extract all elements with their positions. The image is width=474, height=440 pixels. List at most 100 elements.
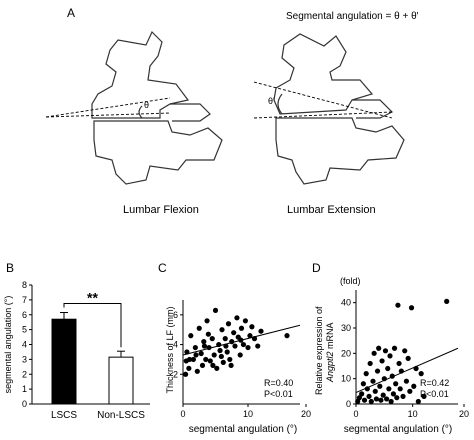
y-tick-label: 4 [173, 340, 178, 350]
data-point [237, 352, 243, 358]
data-point [186, 365, 192, 371]
regression-line [182, 324, 301, 356]
significance-stars: ** [87, 290, 98, 306]
data-point [400, 393, 406, 399]
data-point [395, 302, 401, 308]
data-point [284, 333, 290, 339]
panel-d-ylabel-line1: Relative expression of [314, 306, 324, 395]
data-point [386, 386, 392, 392]
panel-b-letter: B [6, 261, 14, 275]
data-point [224, 349, 230, 355]
lower-vertebra-flexion [93, 120, 223, 185]
data-point [359, 391, 365, 397]
y-tick-label: 20 [341, 348, 351, 358]
data-point [198, 350, 204, 357]
data-point [360, 381, 366, 387]
x-tick-label: 20 [301, 409, 311, 419]
data-point [227, 356, 233, 363]
caption-lumbar-extension: Lumbar Extension [287, 204, 376, 216]
disc-flexion [138, 105, 143, 119]
y-tick-label: 0 [346, 399, 351, 409]
y-tick-label: 1 [22, 384, 27, 394]
data-point [232, 343, 238, 349]
data-point [242, 318, 248, 324]
lumbar-extension-diagram [273, 33, 405, 185]
bar-lscs [51, 318, 77, 405]
data-point [372, 388, 378, 394]
data-point [231, 330, 237, 336]
data-point [374, 368, 381, 374]
panel-d-r-value: R=0.42 [420, 378, 449, 388]
y-tick-label: 4 [22, 340, 27, 350]
data-point [373, 396, 379, 402]
data-point [377, 383, 383, 389]
facet-extension [352, 99, 394, 119]
x-axis-label: segmental angulation (°) [189, 424, 298, 435]
data-point [376, 345, 382, 351]
panel-a-letter: A [67, 6, 75, 20]
panel-d-ylabel-line2: Angptl2 mRNA [325, 322, 335, 383]
y-tick-label: 6 [173, 310, 178, 320]
data-point [234, 315, 240, 321]
x-tick-label: 20 [459, 409, 469, 419]
y-tick-label: 40 [341, 298, 351, 308]
y-tick-label: 30 [341, 323, 351, 333]
data-point [228, 362, 234, 368]
lumbar-flexion-diagram [91, 30, 223, 185]
panel-d-letter: D [312, 261, 321, 275]
data-point [397, 386, 403, 392]
data-point [367, 360, 373, 367]
x-category-label: LSCS [51, 410, 77, 421]
x-category-label: Non-LSCS [97, 410, 145, 421]
data-point [247, 333, 253, 339]
x-axis-label: segmental angulation (°) [344, 424, 453, 435]
facet-flexion [170, 103, 211, 122]
extension-angle-lines [253, 81, 393, 119]
data-point [378, 397, 384, 403]
data-point [361, 397, 368, 403]
data-point [190, 356, 196, 363]
data-point [188, 333, 194, 339]
y-tick-label: 2 [22, 369, 27, 379]
flexion-angle-lines [45, 97, 171, 118]
x-tick-label: 10 [408, 409, 418, 419]
y-tick-label: 7 [22, 295, 27, 305]
panel-d-ylabel-mrna: mRNA [325, 322, 335, 351]
data-point [370, 378, 376, 384]
y-tick-label: 0 [22, 399, 27, 409]
y-tick-label: 5 [22, 325, 27, 335]
data-point [363, 371, 369, 377]
data-point [183, 358, 189, 364]
data-point [388, 398, 394, 405]
significance-bracket [63, 303, 122, 348]
data-point [402, 348, 408, 354]
panel-d-ylabel-gene: Angptl2 [325, 351, 335, 383]
data-point [382, 348, 389, 354]
panel-d-unit: (fold) [340, 276, 361, 286]
data-point [192, 344, 198, 351]
data-point [214, 365, 220, 371]
data-point [199, 362, 206, 368]
data-point [379, 358, 385, 364]
data-point [211, 352, 217, 358]
data-point [390, 391, 396, 397]
upper-vertebra-flexion [91, 30, 190, 119]
data-point [421, 393, 427, 399]
data-point [403, 378, 410, 384]
data-point [193, 352, 199, 358]
data-point [194, 368, 200, 374]
upper-vertebra-extension [273, 33, 374, 115]
data-point [385, 365, 391, 372]
data-point [205, 331, 211, 337]
y-axis-label: segmental angulation (°) [3, 296, 13, 394]
x-tick-label: 0 [353, 409, 358, 419]
data-point [407, 388, 413, 394]
y-tick-label: 2 [173, 369, 178, 379]
data-point [384, 396, 390, 402]
data-point [183, 371, 189, 377]
data-point [393, 381, 399, 387]
data-point [212, 307, 219, 313]
